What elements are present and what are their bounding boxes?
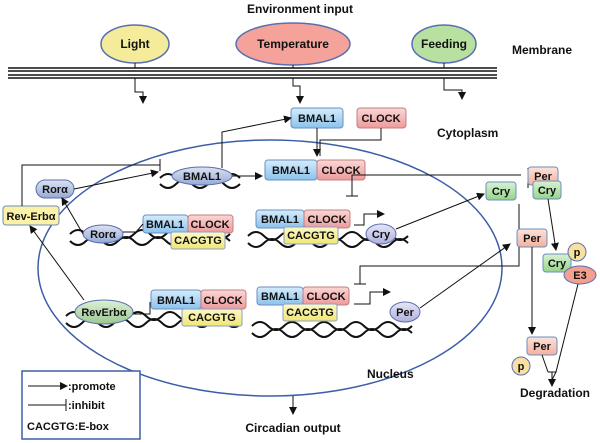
cytoplasm-cry-top: Cry [532, 180, 562, 200]
legend-inhibit: :inhibit [68, 400, 105, 412]
svg-text:CLOCK: CLOCK [203, 295, 242, 307]
svg-text:CACGTG: CACGTG [286, 307, 334, 319]
legend: :promote :inhibit CACGTG:E-box [21, 370, 141, 440]
temperature-arrow [292, 78, 304, 104]
rev-erb-gene-row: RevErbα BMAL1 CLOCK CACGTG [65, 289, 247, 328]
cytoplasm-cry-left: Cry [485, 181, 517, 201]
cytoplasm-per-mid: Per [516, 228, 548, 248]
svg-text:BMAL1: BMAL1 [261, 214, 299, 226]
ror-alpha-protein: Rorα [35, 179, 75, 199]
svg-text:Cry: Cry [548, 258, 567, 270]
light-input: Light [100, 24, 170, 64]
light-arrow [134, 78, 147, 104]
membrane-label: Membrane [512, 43, 572, 57]
degradation-label: Degradation [520, 386, 590, 400]
legend-ebox: CACGTG:E-box [27, 421, 110, 433]
bmal1-gene: BMAL1 [159, 166, 241, 189]
nucleus [37, 139, 503, 397]
svg-text:Per: Per [523, 233, 541, 245]
svg-text:E3: E3 [573, 270, 586, 282]
nucleus-label: Nucleus [367, 367, 414, 381]
svg-text:Cry: Cry [538, 185, 557, 197]
rev-erb-alpha-protein: Rev-Erbα [2, 205, 60, 226]
svg-text:CLOCK: CLOCK [307, 214, 346, 226]
svg-text:CACGTG: CACGTG [188, 312, 236, 324]
svg-text:CLOCK: CLOCK [321, 165, 360, 177]
svg-text:BMAL1: BMAL1 [261, 291, 299, 303]
cell-membrane [8, 67, 497, 79]
temperature-label: Temperature [257, 37, 329, 51]
cytoplasm-clock: CLOCK [356, 107, 407, 129]
legend-promote: :promote [68, 381, 116, 393]
phospho-cry-e3-complex: Cry p E3 [542, 242, 597, 285]
svg-text:CACGTG: CACGTG [174, 235, 222, 247]
svg-text:Rorα: Rorα [90, 229, 116, 241]
svg-text:Per: Per [533, 341, 551, 353]
feeding-label: Feeding [421, 37, 467, 51]
svg-text:Rev-Erbα: Rev-Erbα [7, 211, 56, 223]
cytoplasm-label: Cytoplasm [437, 126, 498, 140]
svg-text:CACGTG: CACGTG [287, 230, 335, 242]
svg-text:BMAL1: BMAL1 [157, 295, 195, 307]
circadian-output-label: Circadian output [245, 421, 340, 435]
feeding-input: Feeding [411, 24, 477, 64]
temperature-input: Temperature [235, 22, 351, 66]
svg-text:BMAL1: BMAL1 [272, 165, 310, 177]
svg-text:BMAL1: BMAL1 [298, 113, 336, 125]
svg-text:CLOCK: CLOCK [361, 113, 400, 125]
per-gene-row: BMAL1 CLOCK CACGTG Per [251, 286, 421, 338]
svg-text:Cry: Cry [372, 229, 391, 241]
svg-text:Per: Per [534, 171, 552, 183]
svg-text:Cry: Cry [492, 186, 511, 198]
cry-gene-row: BMAL1 CLOCK CACGTG Cry [247, 209, 409, 248]
cytoplasm-bmal1: BMAL1 [290, 107, 344, 129]
diagram-title: Environment input [247, 2, 353, 16]
ror-gene-row: Rorα BMAL1 CLOCK CACGTG [69, 214, 234, 250]
phospho-per: Per p [511, 336, 558, 376]
bmal1-clock-complex: BMAL1 CLOCK [264, 159, 366, 181]
svg-text:Rorα: Rorα [42, 184, 68, 196]
svg-text:Per: Per [396, 307, 414, 319]
light-label: Light [120, 37, 149, 51]
svg-text:CLOCK: CLOCK [306, 291, 345, 303]
svg-text:p: p [574, 247, 581, 259]
svg-text:CLOCK: CLOCK [190, 219, 229, 231]
svg-text:RevErbα: RevErbα [81, 307, 127, 319]
feeding-arrow [443, 78, 466, 100]
svg-text:BMAL1: BMAL1 [183, 171, 221, 183]
svg-text:BMAL1: BMAL1 [146, 219, 184, 231]
svg-text:p: p [518, 361, 525, 373]
